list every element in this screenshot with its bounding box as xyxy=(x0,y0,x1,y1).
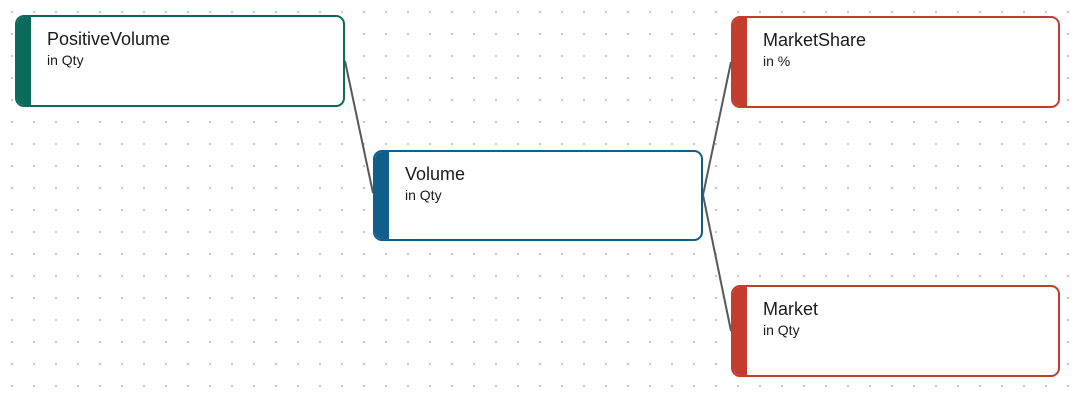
node-volume[interactable]: Volume in Qty xyxy=(373,150,703,241)
node-title: MarketShare xyxy=(763,30,867,50)
node-accent-bar xyxy=(733,18,747,106)
node-title: Market xyxy=(763,299,819,319)
node-positivevolume[interactable]: PositiveVolume in Qty xyxy=(15,15,345,107)
node-accent-bar xyxy=(17,17,31,105)
node-subtitle: in Qty xyxy=(763,322,800,338)
node-market[interactable]: Market in Qty xyxy=(731,285,1060,377)
node-accent-bar xyxy=(733,287,747,375)
node-title: Volume xyxy=(405,164,466,184)
node-accent-bar xyxy=(375,152,389,239)
node-subtitle: in Qty xyxy=(47,52,84,68)
node-title: PositiveVolume xyxy=(47,29,171,49)
node-subtitle: in Qty xyxy=(405,187,442,203)
edge-volume-to-market[interactable] xyxy=(702,194,732,332)
edge-marketshare-to-volume[interactable] xyxy=(702,61,732,196)
edge-positivevolume-to-volume[interactable] xyxy=(344,60,374,194)
node-subtitle: in % xyxy=(763,53,791,69)
node-marketshare[interactable]: MarketShare in % xyxy=(731,16,1060,108)
